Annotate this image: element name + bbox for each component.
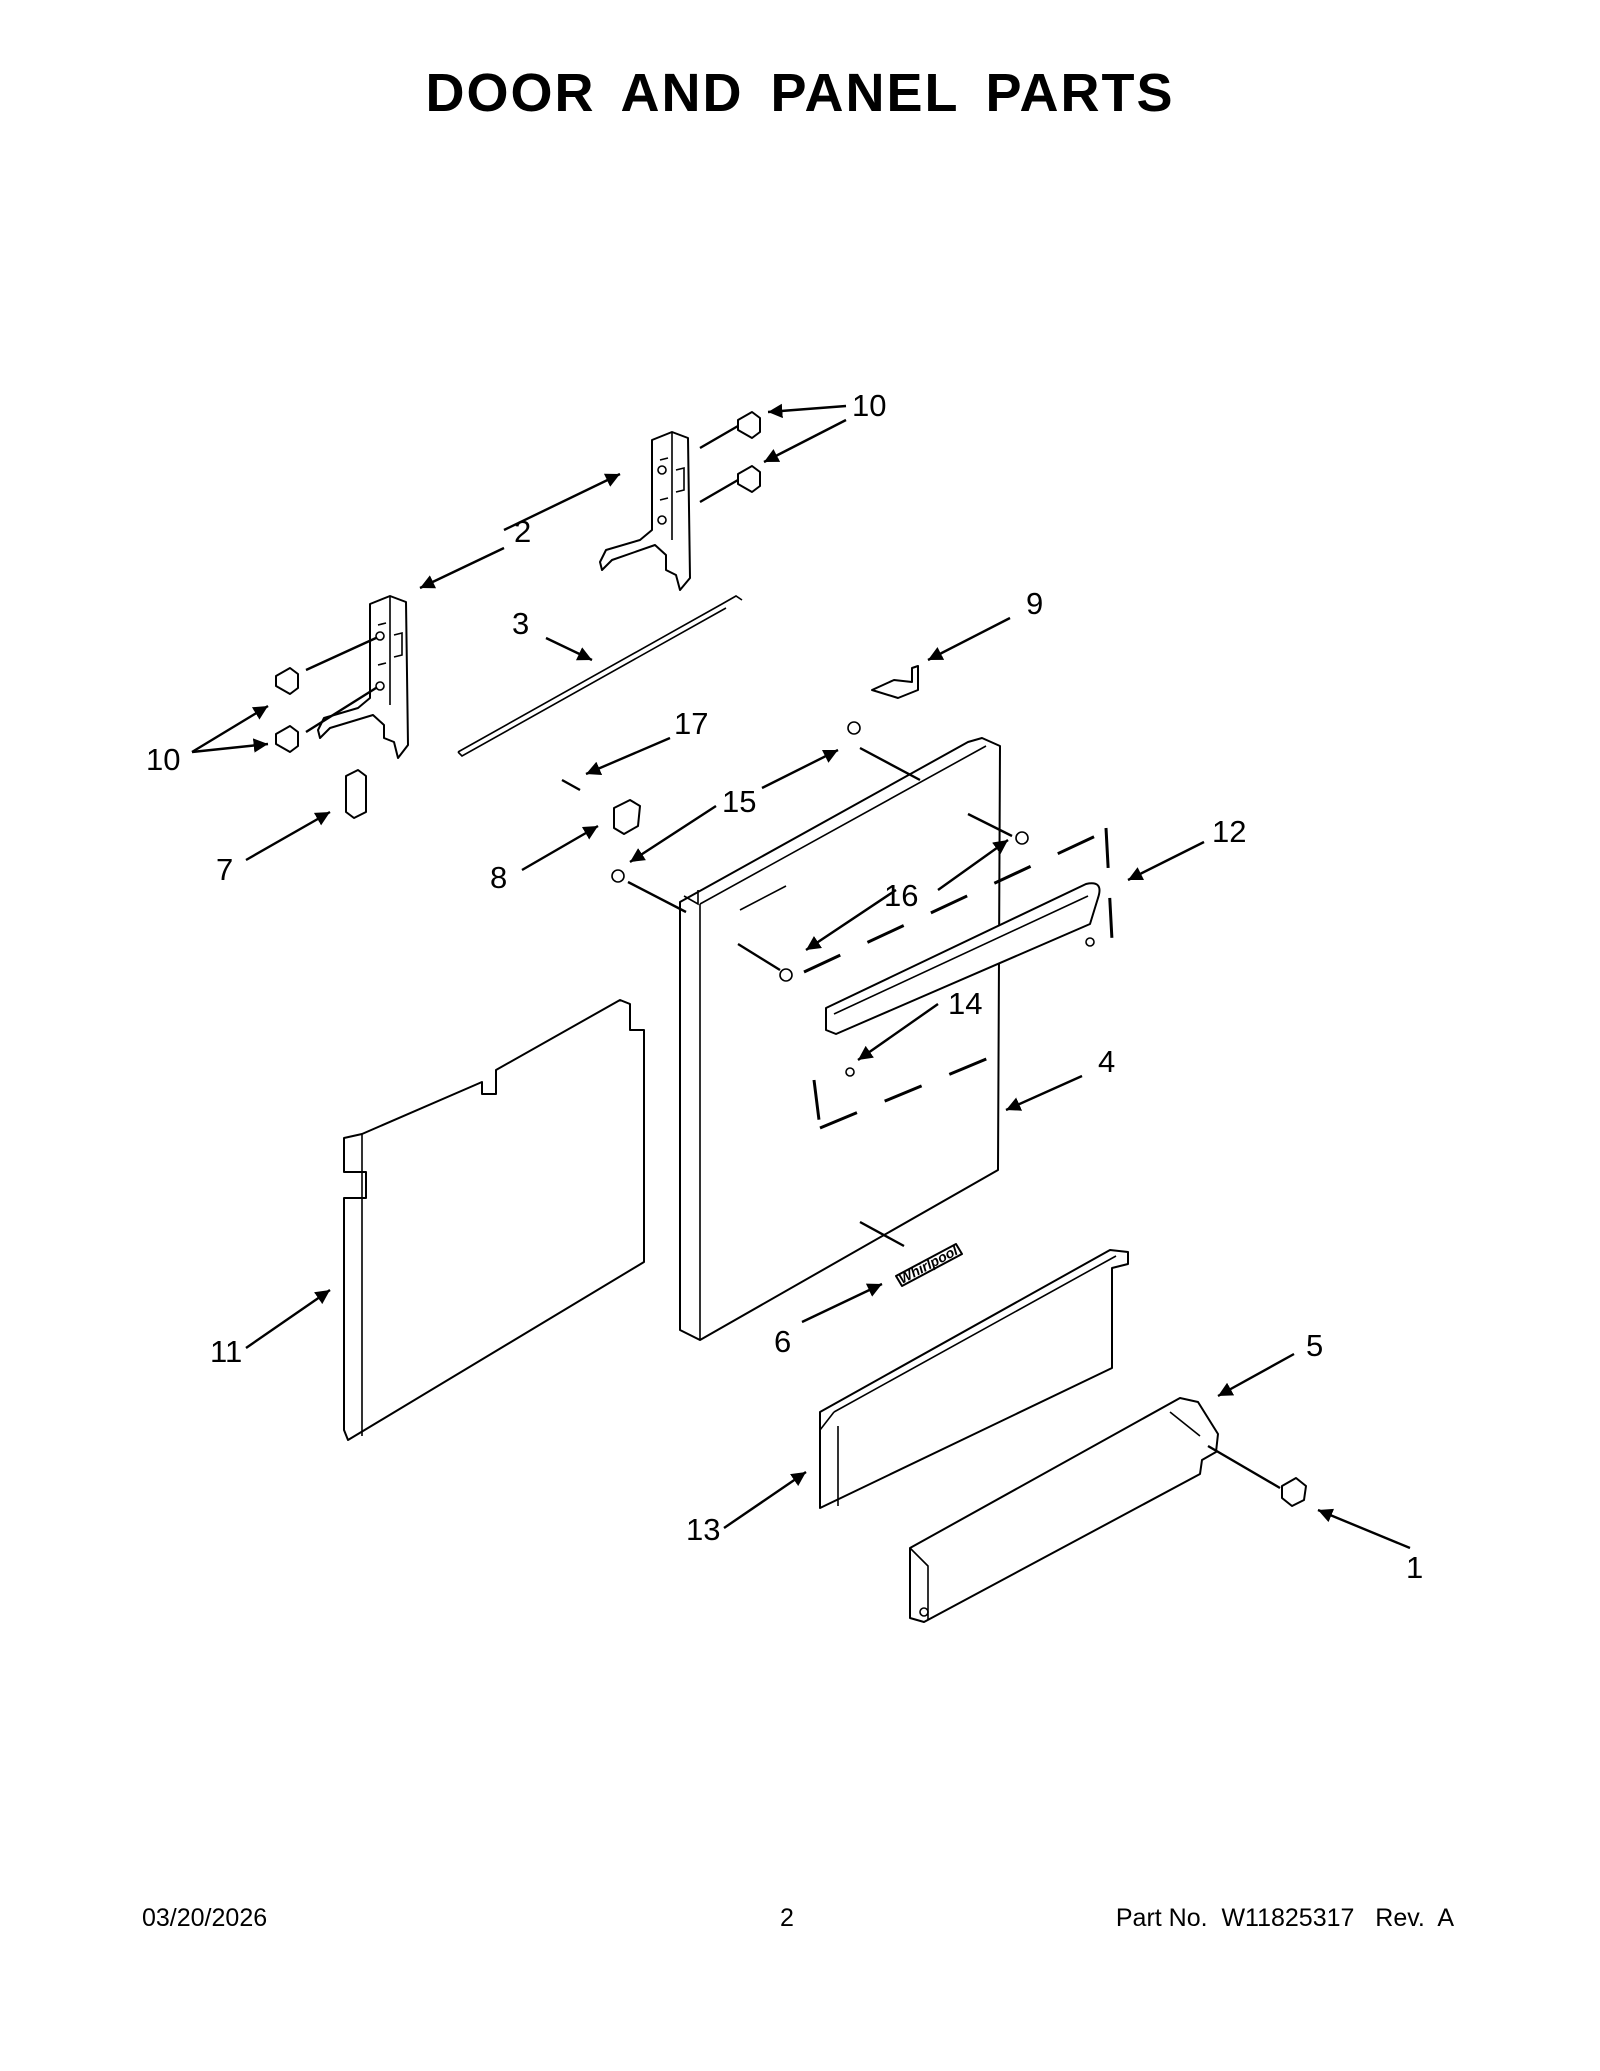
brand-badge: Whirlpool xyxy=(895,1242,963,1287)
callout-8: 8 xyxy=(490,860,507,895)
callout-15: 15 xyxy=(722,784,756,819)
callout-13: 13 xyxy=(686,1512,720,1547)
callout-4: 4 xyxy=(1098,1044,1115,1079)
callout-3: 3 xyxy=(512,606,529,641)
callout-17: 17 xyxy=(674,706,708,741)
callout-6: 6 xyxy=(774,1324,791,1359)
page-title: DOOR AND PANEL PARTS xyxy=(425,63,1175,123)
callout-1: 1 xyxy=(1406,1550,1423,1585)
callout-9: 9 xyxy=(1026,586,1043,621)
hinge-bracket-right xyxy=(599,431,691,591)
latch-clip xyxy=(871,665,919,699)
hinge-block xyxy=(345,769,367,819)
callout-11: 11 xyxy=(210,1334,242,1369)
door-handle xyxy=(803,827,1114,1130)
callout-5: 5 xyxy=(1306,1328,1323,1363)
callout-10-upper: 10 xyxy=(852,388,886,423)
door-rod xyxy=(457,595,743,757)
toe-panel xyxy=(819,1249,1129,1509)
hinge-bracket-left xyxy=(305,595,409,759)
callout-leaders xyxy=(191,403,1411,1550)
latch-bracket xyxy=(613,799,641,835)
brand-badge-text: Whirlpool xyxy=(896,1242,961,1287)
footer-date: 03/20/2026 xyxy=(142,1904,268,1932)
small-screw xyxy=(561,778,581,792)
callout-labels: 1 2 3 4 5 6 7 8 9 10 10 11 12 13 14 15 1… xyxy=(146,388,1423,1585)
callout-10-lower: 10 xyxy=(146,742,180,777)
outer-door-panel xyxy=(611,721,1029,1341)
footer-part-number: Part No. W11825317 Rev. A xyxy=(1115,1904,1454,1932)
kick-plate-clip xyxy=(1281,1477,1307,1507)
footer-page-number: 2 xyxy=(780,1904,794,1932)
callout-14: 14 xyxy=(948,986,982,1021)
inner-door-panel xyxy=(343,999,645,1441)
hinge-screws xyxy=(275,411,761,753)
callout-16: 16 xyxy=(884,878,918,913)
callout-7: 7 xyxy=(216,852,233,887)
kick-plate-bracket xyxy=(909,1397,1281,1623)
callout-2: 2 xyxy=(514,514,531,549)
callout-12: 12 xyxy=(1212,814,1246,849)
